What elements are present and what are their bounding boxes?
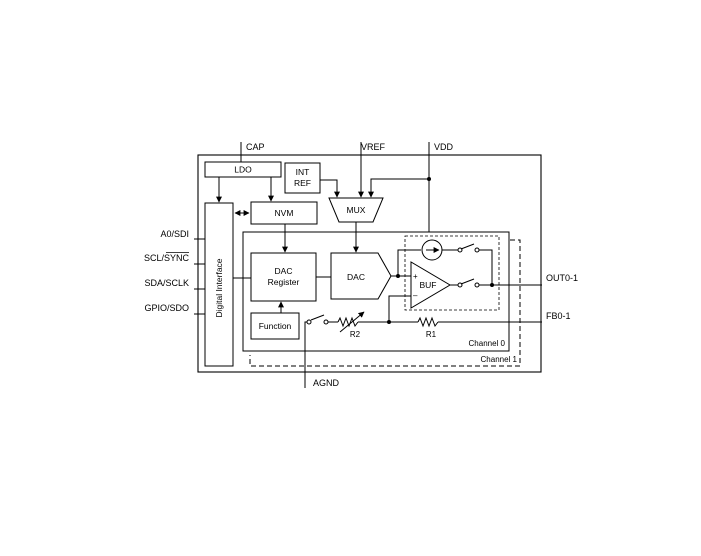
agnd-switch-contact-right <box>323 319 329 325</box>
switch-bottom-contact-b <box>474 282 480 288</box>
output-stage-outline <box>404 235 500 311</box>
channel1-outline <box>249 239 521 367</box>
int-ref-block <box>284 162 321 194</box>
feedback-wire <box>388 295 411 322</box>
nvm-label: NVM <box>275 208 294 218</box>
channel0-label: Channel 0 <box>469 339 506 348</box>
sync-overbar-text: SYNC <box>164 253 190 263</box>
agnd-switch-contact-left <box>306 319 312 325</box>
dac-label: DAC <box>347 272 365 282</box>
cap-pin-label: CAP <box>246 142 265 152</box>
switch-top-to-output-wire <box>479 249 493 285</box>
dac-register-label-line2: Register <box>268 277 300 287</box>
out-pin-label: OUT0-1 <box>546 273 578 283</box>
ldo-block <box>204 161 282 178</box>
fb-pin-label: FB0-1 <box>546 311 571 321</box>
agnd-pin-label: AGND <box>313 378 340 388</box>
nvm-block <box>250 201 318 225</box>
dac-block <box>330 252 392 300</box>
function-label: Function <box>259 321 292 331</box>
buf-amplifier <box>410 261 451 309</box>
r1-label: R1 <box>426 330 437 339</box>
switch-bottom-blade <box>460 278 475 285</box>
scl-sync-pin-label: SCL/SYNC <box>144 253 190 263</box>
vdd-pin-label: VDD <box>434 142 454 152</box>
r1-resistor <box>417 316 439 328</box>
digital-interface-block <box>204 202 234 367</box>
dac-register-label-line1: DAC <box>275 266 293 276</box>
dac-register-block <box>250 252 317 302</box>
switch-top-blade <box>460 243 475 250</box>
mux-block <box>328 197 384 223</box>
buf-label: BUF <box>420 280 437 290</box>
int-ref-label-line1: INT <box>296 167 310 177</box>
buf-plus-sign: + <box>413 272 418 281</box>
scl-prefix: SCL/ <box>144 253 165 263</box>
buf-minus-sign: – <box>413 291 418 300</box>
function-block <box>250 312 300 340</box>
switch-top-contact-b <box>474 247 480 253</box>
channel0-outline <box>242 231 510 352</box>
current-source-feed-wire <box>397 249 421 276</box>
vdd-to-mux-wire <box>368 178 429 198</box>
int-ref-to-mux-wire <box>320 179 340 198</box>
agnd-wire <box>304 321 307 388</box>
sda-sclk-pin-label: SDA/SCLK <box>144 278 189 288</box>
channel1-label: Channel 1 <box>481 355 518 364</box>
mux-label: MUX <box>347 205 366 215</box>
agnd-switch-blade <box>310 314 325 321</box>
a0-sdi-pin-label: A0/SDI <box>160 229 189 239</box>
digital-interface-label: Digital Interface <box>214 258 224 317</box>
int-ref-label-line2: REF <box>294 178 311 188</box>
vref-pin-label: VREF <box>361 142 386 152</box>
r2-label: R2 <box>350 330 361 339</box>
r2-variable-arrow <box>339 311 365 333</box>
ldo-label: LDO <box>234 165 252 175</box>
gpio-sdo-pin-label: GPIO/SDO <box>144 303 189 313</box>
r2-resistor <box>337 316 359 328</box>
